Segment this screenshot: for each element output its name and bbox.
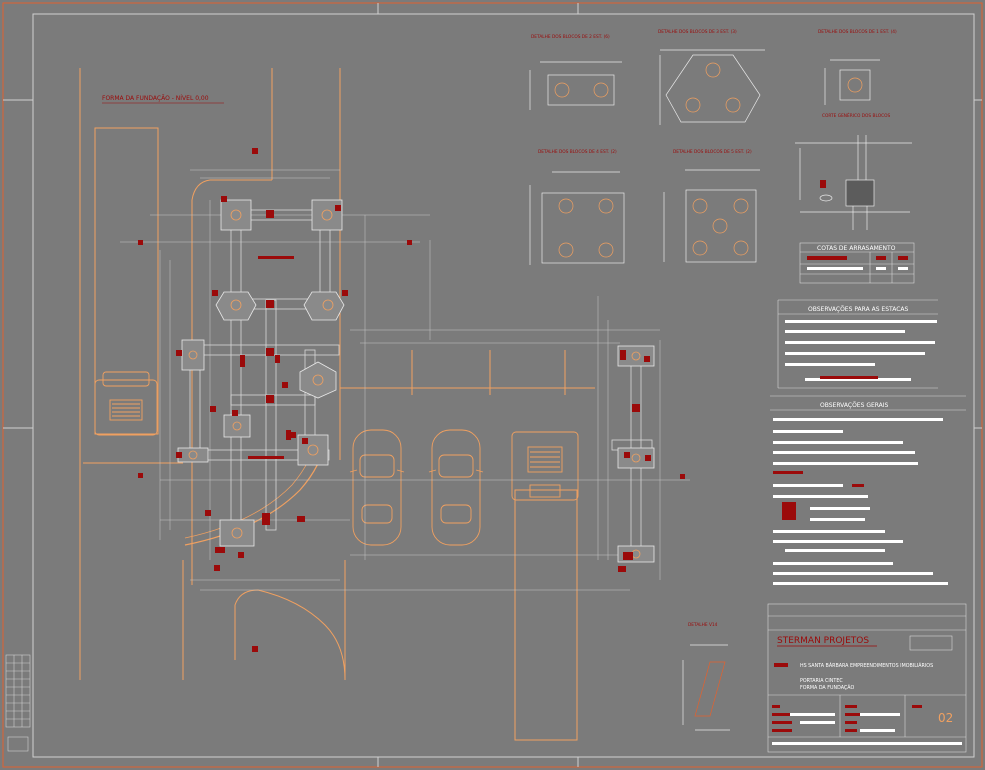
border-ticks <box>3 3 982 767</box>
obs-estacas-text <box>785 320 937 381</box>
detail-block-5 <box>663 169 760 263</box>
detail-title-block-4: DETALHE DOS BLOCOS DE 4 EST. (2) <box>538 149 617 155</box>
obs-estacas-title: OBSERVAÇÕES PARA AS ESTACAS <box>808 306 909 313</box>
detail-title-cut: CORTE GENÉRICO DOS BLOCOS <box>822 111 890 119</box>
title-block-client: HS SANTA BÁRBARA EMPREENDIMENTOS IMOBILI… <box>800 662 933 669</box>
cotas-table <box>799 242 915 284</box>
detail-block-3 <box>659 49 765 125</box>
foundation-beams <box>188 209 653 556</box>
cotas-table-values <box>807 256 908 260</box>
obs-estacas-red <box>820 376 878 379</box>
car-1 <box>349 429 405 546</box>
cotas-table-title: COTAS DE ARRASAMENTO <box>817 245 896 252</box>
detail-v14 <box>682 644 730 731</box>
car-2 <box>428 429 484 546</box>
dimension-lines <box>120 169 690 591</box>
detail-title-v14: DETALHE V14 <box>688 622 718 628</box>
main-title: FORMA DA FUNDAÇÃO - NÍVEL 0,00 <box>102 95 209 102</box>
detail-title-block-5: DETALHE DOS BLOCOS DE 5 EST. (2) <box>673 149 752 155</box>
obs-gerais-text <box>773 418 948 585</box>
title-block-sheet-number: 02 <box>938 711 953 725</box>
detail-title-block-1: DETALHE DOS BLOCOS DE 1 EST. (4) <box>818 29 897 35</box>
cotas-table-values-2 <box>807 267 908 270</box>
title-block-fields-white <box>772 713 962 745</box>
client-marker <box>774 663 788 667</box>
detail-block-1 <box>824 59 880 105</box>
detail-cut <box>795 135 912 230</box>
detail-title-block-3: DETALHE DOS BLOCOS DE 3 EST. (3) <box>658 29 737 35</box>
detail-block-4 <box>529 171 625 265</box>
obs-gerais-red <box>773 471 864 520</box>
detail-block-2 <box>529 61 622 110</box>
site-boundary-lines <box>79 68 595 741</box>
title-block-company: STERMAN PROJETOS <box>777 636 869 646</box>
inner-border <box>32 13 975 758</box>
title-block-fields <box>772 705 922 732</box>
title-block-frame <box>767 603 967 753</box>
revision-table <box>5 654 31 752</box>
title-block-project-1: PORTARIA CINTEC <box>800 678 843 684</box>
plan-red-labels <box>138 148 685 652</box>
title-logo-box <box>909 635 953 651</box>
title-block-project-2: FORMA DA FUNDAÇÃO <box>800 684 854 691</box>
truck-left <box>94 371 158 436</box>
pile-circles <box>188 209 641 559</box>
pile-caps <box>177 199 655 563</box>
cut-red-mark <box>820 180 826 188</box>
detail-title-block-2: DETALHE DOS BLOCOS DE 2 EST. (6) <box>531 34 610 40</box>
obs-gerais-title: OBSERVAÇÕES GERAIS <box>820 402 889 409</box>
truck-right <box>511 431 579 501</box>
